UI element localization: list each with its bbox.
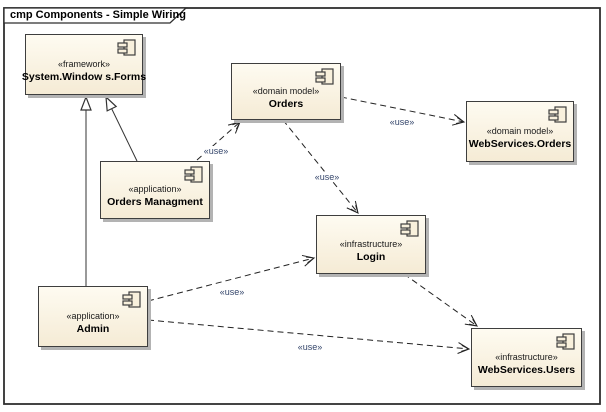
- component-stereotype: «framework»: [57, 58, 111, 69]
- generalization-ordersmanagment-to-systemwindowsforms[interactable]: [105, 95, 138, 162]
- component-icon: [315, 68, 334, 85]
- component-stereotype: «domain model»: [486, 125, 554, 136]
- dependency-admin-to-webservicesusers[interactable]: [147, 319, 471, 354]
- component-stereotype: «infrastructure»: [339, 238, 403, 249]
- diagram-frame-border: [3, 7, 601, 405]
- component-stereotype: «domain model»: [252, 85, 320, 96]
- component-name: System.Window s.Forms: [21, 70, 147, 83]
- component-icon: [117, 39, 136, 56]
- dependency-login-to-webservicesusers[interactable]: [403, 273, 479, 327]
- component-stereotype: «application»: [128, 184, 182, 194]
- dependency-admin-to-login[interactable]: [147, 254, 316, 302]
- component-stereotype: «infrastructure»: [495, 351, 558, 362]
- use-label: «use»: [202, 146, 230, 156]
- component-icon: [556, 333, 575, 350]
- component-webservices-orders[interactable]: «domain model» WebServices.Orders: [466, 101, 574, 162]
- component-icon: [400, 220, 419, 237]
- component-orders-managment[interactable]: «application» Orders Managment: [100, 161, 210, 219]
- component-admin[interactable]: «application» Admin: [38, 286, 148, 347]
- component-orders[interactable]: «domain model» Orders: [231, 63, 341, 120]
- dependency-orders-to-login[interactable]: [282, 119, 359, 215]
- use-label: «use»: [388, 117, 416, 127]
- use-label: «use»: [296, 342, 324, 352]
- component-name: Admin: [76, 322, 110, 335]
- component-name: Orders: [268, 97, 304, 110]
- component-name: WebServices.Orders: [468, 137, 572, 150]
- component-icon: [548, 106, 567, 123]
- component-login[interactable]: «infrastructure» Login: [316, 215, 426, 274]
- component-name: Orders Managment: [107, 196, 203, 208]
- dependency-orders-to-webservicesorders[interactable]: [340, 96, 466, 126]
- component-icon: [184, 166, 203, 183]
- diagram-frame-tab: [3, 7, 188, 24]
- component-system-windows-forms[interactable]: «framework» System.Window s.Forms: [21, 34, 147, 95]
- component-name: WebServices.Users: [477, 363, 576, 376]
- component-webservices-users[interactable]: «infrastructure» WebServices.Users: [471, 328, 582, 387]
- use-label: «use»: [218, 287, 246, 297]
- use-label: «use»: [313, 172, 341, 182]
- component-icon: [122, 291, 141, 308]
- component-stereotype: «application»: [66, 310, 120, 321]
- diagram-title: cmp Components - Simple Wiring: [10, 9, 186, 21]
- component-name: Login: [356, 250, 386, 263]
